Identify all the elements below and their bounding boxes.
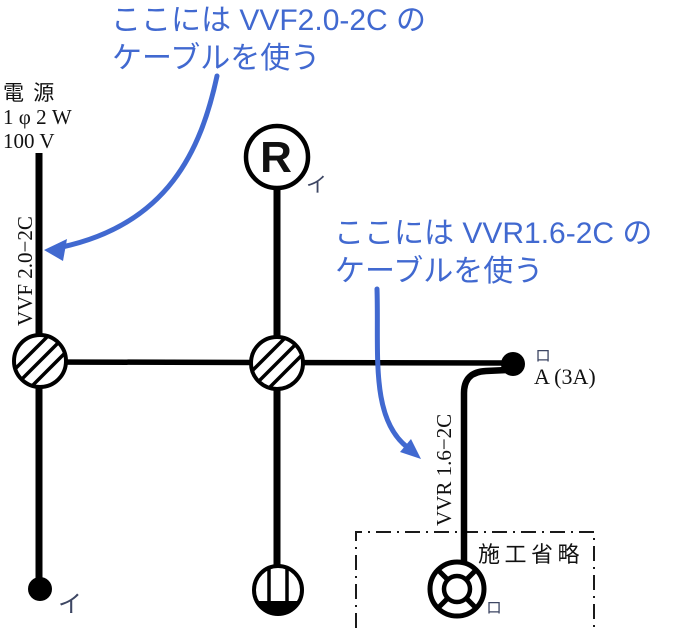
annotation-vvf: ここには VVF2.0-2C の ケーブルを使う bbox=[44, 4, 426, 261]
annotation-vvr-line1: ここには VVR1.6-2C の bbox=[334, 217, 652, 250]
circuit-label-i-bottom: イ bbox=[58, 592, 82, 618]
annotation-vvr-arrowhead-icon bbox=[400, 439, 421, 459]
ceiling-light-symbol bbox=[427, 559, 487, 619]
annotation-vvf-line2: ケーブルを使う bbox=[112, 42, 320, 75]
ceiling-light-inner-circle bbox=[441, 573, 473, 605]
ceiling-rose-filled-segment bbox=[256, 601, 300, 614]
circuit-label-ro-ceiling: ロ bbox=[486, 600, 502, 617]
ceiling-rose-symbol bbox=[252, 564, 304, 616]
lamp-receptacle-symbol: R bbox=[243, 123, 311, 191]
point-a-label: A (3A) bbox=[534, 364, 596, 389]
omission-box-border bbox=[355, 531, 595, 628]
power-source-line1: 電 源 bbox=[3, 81, 56, 105]
cable-label-vvr: VVR 1.6−2C bbox=[432, 414, 456, 526]
annotation-vvr-line2: ケーブルを使う bbox=[335, 255, 543, 288]
power-source-label: 電 源 1 φ 2 W 100 V bbox=[3, 81, 72, 153]
cable-label-vvf: VVF 2.0−2C bbox=[13, 216, 37, 326]
terminal-dot-a bbox=[501, 352, 525, 376]
power-source-line2: 1 φ 2 W bbox=[3, 105, 72, 129]
circuit-label-ro-a: ロ bbox=[535, 348, 551, 365]
terminal-dot-bottom-left bbox=[28, 577, 52, 601]
annotation-vvf-arrowhead-icon bbox=[44, 239, 67, 261]
wire-vvr-branch bbox=[460, 366, 511, 568]
annotation-vvr-arrow-shaft bbox=[374, 286, 410, 450]
junction-box-symbol-left bbox=[12, 333, 68, 389]
circuit-label-i-receptacle: イ bbox=[306, 173, 327, 197]
power-source-line3: 100 V bbox=[3, 129, 55, 153]
annotation-vvf-line1: ここには VVF2.0-2C の bbox=[111, 4, 426, 37]
lamp-receptacle-letter: R bbox=[260, 133, 292, 182]
annotation-vvf-arrow-shaft bbox=[59, 73, 220, 250]
ceiling-light-spokes bbox=[436, 568, 478, 610]
lamp-receptacle-circle bbox=[243, 123, 311, 191]
omission-box-label: 施工省略 bbox=[478, 542, 584, 567]
annotation-vvr: ここには VVR1.6-2C の ケーブルを使う bbox=[334, 217, 652, 459]
